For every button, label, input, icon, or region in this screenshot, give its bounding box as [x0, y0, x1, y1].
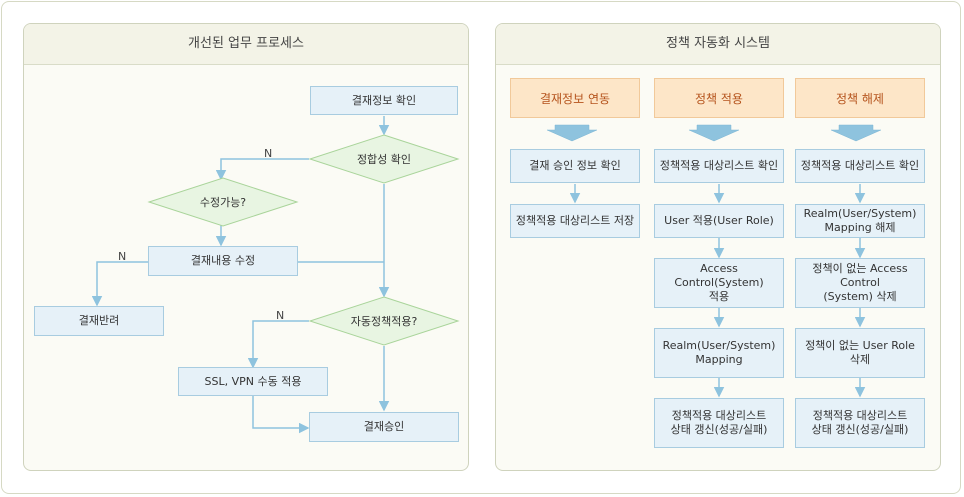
no-label-validity: N [264, 147, 273, 160]
edit-payment-box: 결재내용 수정 [148, 246, 298, 276]
step-release-realm-mapping: Realm(User/System) Mapping 해제 [795, 204, 925, 238]
improved-process-panel: 개선된 업무 프로세스 결재정보 확인 정합성 확인 N 수정가능? 결재내용 … [23, 23, 469, 471]
check-payment-box: 결재정보 확인 [310, 86, 458, 115]
policy-connectors [546, 124, 882, 398]
reject-payment-box: 결재반려 [34, 306, 164, 336]
improved-process-title: 개선된 업무 프로세스 [24, 24, 468, 65]
policy-automation-title: 정책 자동화 시스템 [496, 24, 940, 65]
step-save-target-list: 정책적용 대상리스트 저장 [510, 204, 640, 238]
big-arrow-col3 [830, 124, 882, 142]
step-check-target-list-release: 정책적용 대상리스트 확인 [795, 149, 925, 183]
policy-automation-panel: 정책 자동화 시스템 결재정보 연동 정책 적용 정책 해제 결재 승 [495, 23, 941, 471]
step-update-status-apply: 정책적용 대상리스트 상태 갱신(성공/실패) [654, 398, 784, 448]
col-header-policy-apply: 정책 적용 [654, 78, 784, 118]
step-update-status-release: 정책적용 대상리스트 상태 갱신(성공/실패) [795, 398, 925, 448]
col-header-payment-sync: 결재정보 연동 [510, 78, 640, 118]
approve-payment-box: 결재승인 [309, 412, 459, 442]
big-arrow-col1 [546, 124, 598, 142]
validity-diamond [308, 134, 460, 184]
no-label-auto-policy: N [276, 309, 285, 322]
step-confirm-approval: 결재 승인 정보 확인 [510, 149, 640, 183]
editable-diamond [147, 177, 299, 227]
manual-apply-box: SSL, VPN 수동 적용 [178, 367, 328, 396]
step-delete-access-control: 정책이 없는 Access Control (System) 삭제 [795, 258, 925, 308]
no-label-editable: N [118, 250, 127, 263]
col-header-policy-release: 정책 해제 [795, 78, 925, 118]
step-apply-user-role: User 적용(User Role) [654, 204, 784, 238]
big-arrow-col2 [688, 124, 740, 142]
auto-policy-diamond [308, 296, 460, 346]
step-check-target-list: 정책적용 대상리스트 확인 [654, 149, 784, 183]
step-apply-access-control: Access Control(System) 적용 [654, 258, 784, 308]
flow-connectors [91, 116, 460, 434]
step-realm-mapping: Realm(User/System) Mapping [654, 328, 784, 378]
step-delete-user-role: 정책이 없는 User Role 삭제 [795, 328, 925, 378]
